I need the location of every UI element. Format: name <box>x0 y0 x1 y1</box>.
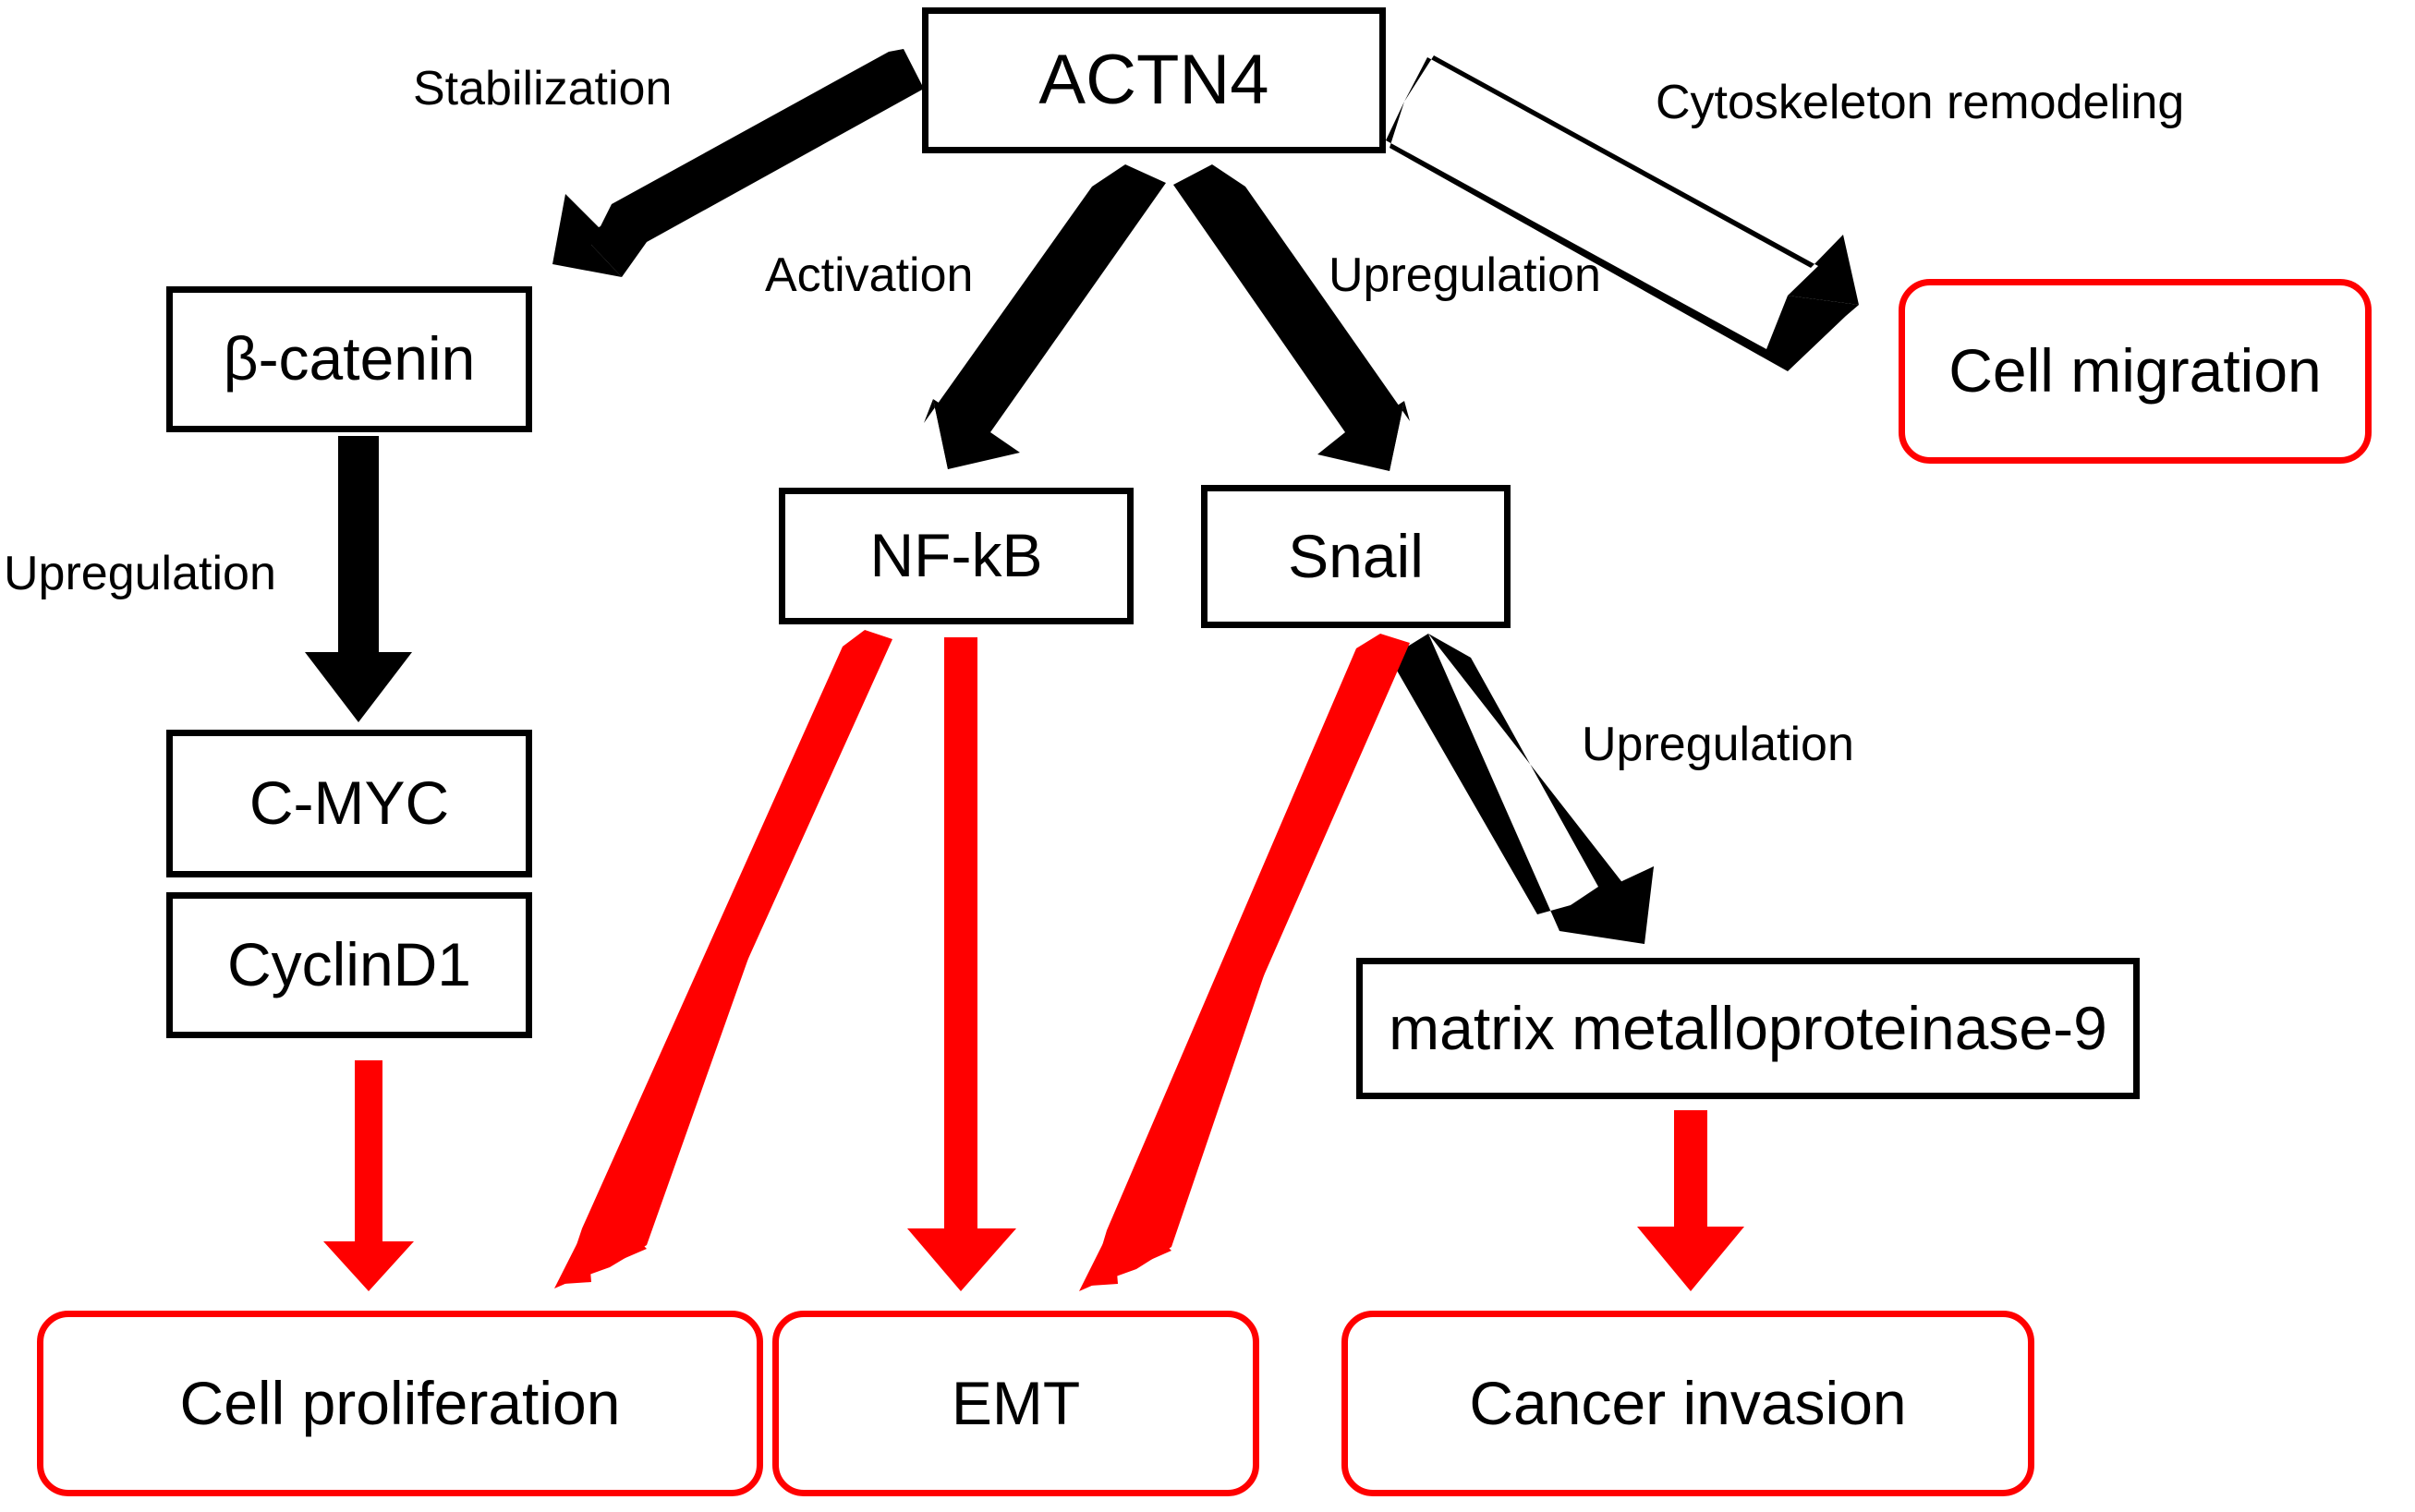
arrow-nfkb-to-prolif-icon <box>554 630 892 1288</box>
node-mmp9-label: matrix metalloproteinase-9 <box>1389 993 2107 1062</box>
arrow-snail-to-emt-icon <box>1079 634 1410 1291</box>
node-cell-migration[interactable]: Cell migration <box>1899 279 2372 464</box>
arrow-actn4-to-migration-icon <box>1386 55 1859 371</box>
node-cyclind1[interactable]: CyclinD1 <box>166 892 532 1038</box>
node-emt-label: EMT <box>951 1368 1081 1437</box>
node-snail-label: Snail <box>1288 521 1424 590</box>
node-actn4[interactable]: ACTN4 <box>922 7 1386 153</box>
arrow-actn4-to-bcatenin-icon <box>552 49 924 277</box>
node-c-myc[interactable]: C-MYC <box>166 730 532 877</box>
node-cancer-invasion-label: Cancer invasion <box>1469 1368 1907 1437</box>
arrow-mmp9-to-invasion-icon <box>1637 1110 1744 1291</box>
node-snail[interactable]: Snail <box>1201 485 1511 628</box>
node-cell-proliferation[interactable]: Cell proliferation <box>37 1311 763 1496</box>
node-nf-kb[interactable]: NF-kB <box>779 488 1134 624</box>
node-actn4-label: ACTN4 <box>1038 41 1269 120</box>
node-beta-catenin-label: β-catenin <box>223 324 476 393</box>
node-nf-kb-label: NF-kB <box>869 521 1043 590</box>
edge-label-stabilization: Stabilization <box>413 62 673 115</box>
edge-label-cytoskeleton-remodeling: Cytoskeleton remodeling <box>1656 76 2185 129</box>
arrow-nfkb-to-emt-icon <box>907 637 1016 1291</box>
edge-label-activation: Activation <box>765 248 974 302</box>
node-c-myc-label: C-MYC <box>249 768 450 838</box>
node-mmp9[interactable]: matrix metalloproteinase-9 <box>1356 958 2140 1099</box>
arrow-actn4-to-snail-icon <box>1173 164 1410 471</box>
node-cell-migration-label: Cell migration <box>1948 336 2322 405</box>
edge-label-upregulation-cmyc: Upregulation <box>4 547 276 600</box>
node-cancer-invasion[interactable]: Cancer invasion <box>1341 1311 2034 1496</box>
node-emt[interactable]: EMT <box>772 1311 1259 1496</box>
node-cyclind1-label: CyclinD1 <box>226 930 472 999</box>
arrow-cyclind1-to-prolif-icon <box>323 1060 414 1291</box>
edge-label-upregulation-mmp9: Upregulation <box>1582 718 1854 771</box>
arrow-snail-to-mmp9-icon <box>1390 634 1654 944</box>
arrow-bcatenin-to-cmyc-icon <box>305 436 412 722</box>
node-cell-proliferation-label: Cell proliferation <box>179 1368 621 1437</box>
node-beta-catenin[interactable]: β-catenin <box>166 286 532 432</box>
edge-label-upregulation-snail: Upregulation <box>1329 248 1601 302</box>
arrow-actn4-to-nfkb-icon <box>924 164 1166 469</box>
